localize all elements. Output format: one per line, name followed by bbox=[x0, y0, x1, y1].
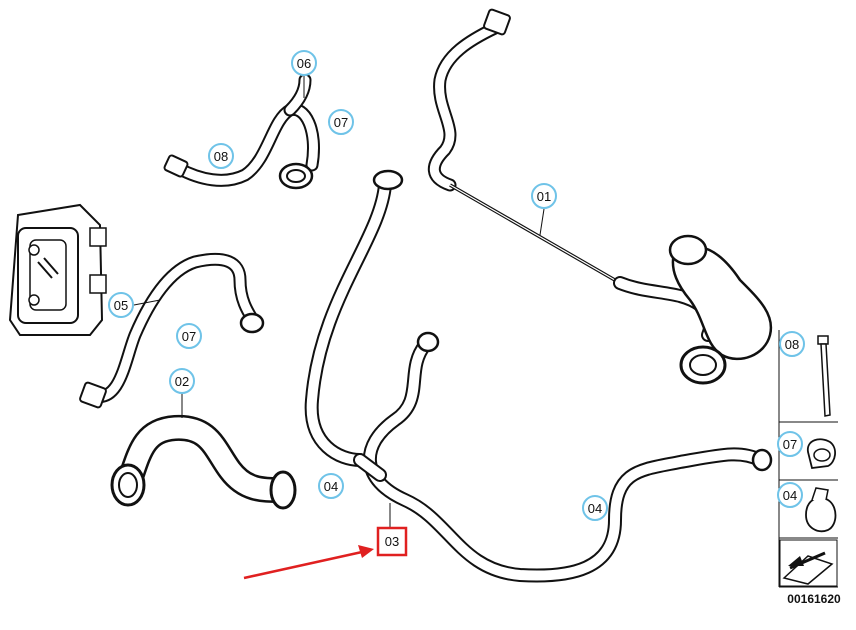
hose-02 bbox=[110, 414, 297, 510]
oil-cooler bbox=[8, 203, 107, 336]
callout-label: 05 bbox=[114, 298, 128, 313]
leader-lines bbox=[133, 75, 545, 418]
callout-01: 01 bbox=[531, 183, 557, 209]
callout-label: 06 bbox=[297, 56, 311, 71]
callout-07: 07 bbox=[328, 109, 354, 135]
hose-06 bbox=[163, 73, 320, 190]
legend-callout-07: 07 bbox=[777, 431, 803, 457]
callout-04: 04 bbox=[318, 473, 344, 499]
hose-03 bbox=[304, 169, 773, 583]
callout-label: 03 bbox=[385, 534, 399, 549]
callout-label: 01 bbox=[537, 189, 551, 204]
callout-label: 04 bbox=[783, 488, 797, 503]
hose-01 bbox=[427, 8, 773, 385]
callout-label: 04 bbox=[324, 479, 338, 494]
callout-03-highlighted: 03 bbox=[376, 526, 408, 557]
hose-05 bbox=[79, 252, 265, 409]
callout-label: 07 bbox=[182, 329, 196, 344]
callout-04: 04 bbox=[582, 495, 608, 521]
highlight-arrow bbox=[243, 545, 374, 580]
callout-08: 08 bbox=[208, 143, 234, 169]
legend-panel bbox=[778, 330, 838, 588]
legend-callout-04: 04 bbox=[777, 482, 803, 508]
callout-label: 08 bbox=[214, 149, 228, 164]
hose-clip-icon bbox=[807, 438, 836, 469]
callout-label: 07 bbox=[783, 437, 797, 452]
callout-02: 02 bbox=[169, 368, 195, 394]
callout-label: 08 bbox=[785, 337, 799, 352]
document-number: 00161620 bbox=[787, 592, 841, 606]
callout-label: 04 bbox=[588, 501, 602, 516]
front-direction-icon bbox=[779, 539, 838, 587]
callout-05: 05 bbox=[108, 292, 134, 318]
cable-tie-icon bbox=[817, 335, 831, 417]
callout-label: 07 bbox=[334, 115, 348, 130]
callout-label: 02 bbox=[175, 374, 189, 389]
callout-07: 07 bbox=[176, 323, 202, 349]
hose-clamp-icon bbox=[805, 487, 837, 533]
callout-06: 06 bbox=[291, 50, 317, 76]
legend-callout-08: 08 bbox=[779, 331, 805, 357]
